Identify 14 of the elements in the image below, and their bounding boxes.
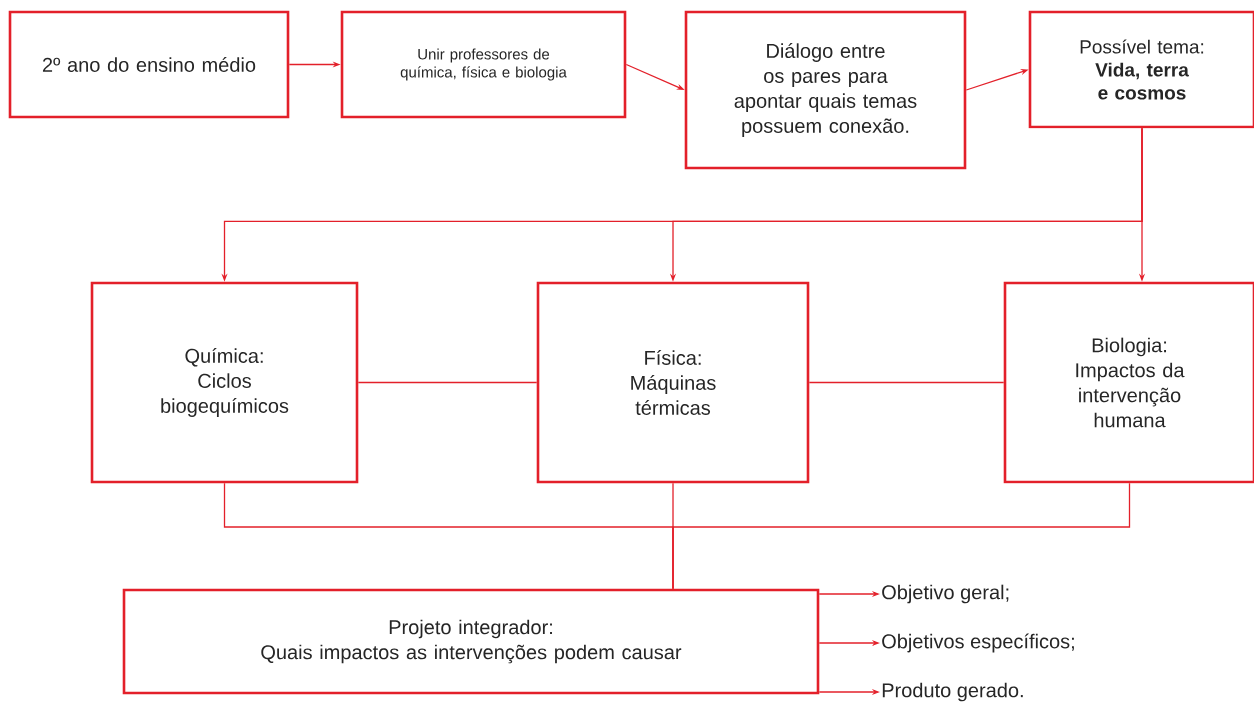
process-box: Física: Máquinas térmicas (536, 281, 810, 484)
item-text: Objetivos específicos; (882, 633, 1074, 653)
connector (672, 482, 1131, 590)
process-box: Unir professores de química, física e biologia (340, 10, 627, 119)
process-box: Possível tema: Vida, terra e cosmos (1028, 10, 1254, 129)
process-box: Química: Ciclos biogequímicos (90, 281, 359, 484)
process-box: Projeto integrador: Quais impactos as intervenções podem causar (122, 588, 820, 695)
process-box: 2º ano do ensino médio (8, 10, 290, 119)
process-box: Diálogo entre os pares para apontar quais temas possuem conexão. (684, 10, 967, 170)
process-box: Biologia: Impactos da intervenção humana (1003, 281, 1254, 484)
item-text: Produto gerado. (882, 682, 1023, 702)
item-text: Objetivo geral; (882, 584, 1009, 604)
connector (357, 381, 538, 384)
connector (808, 381, 1005, 384)
